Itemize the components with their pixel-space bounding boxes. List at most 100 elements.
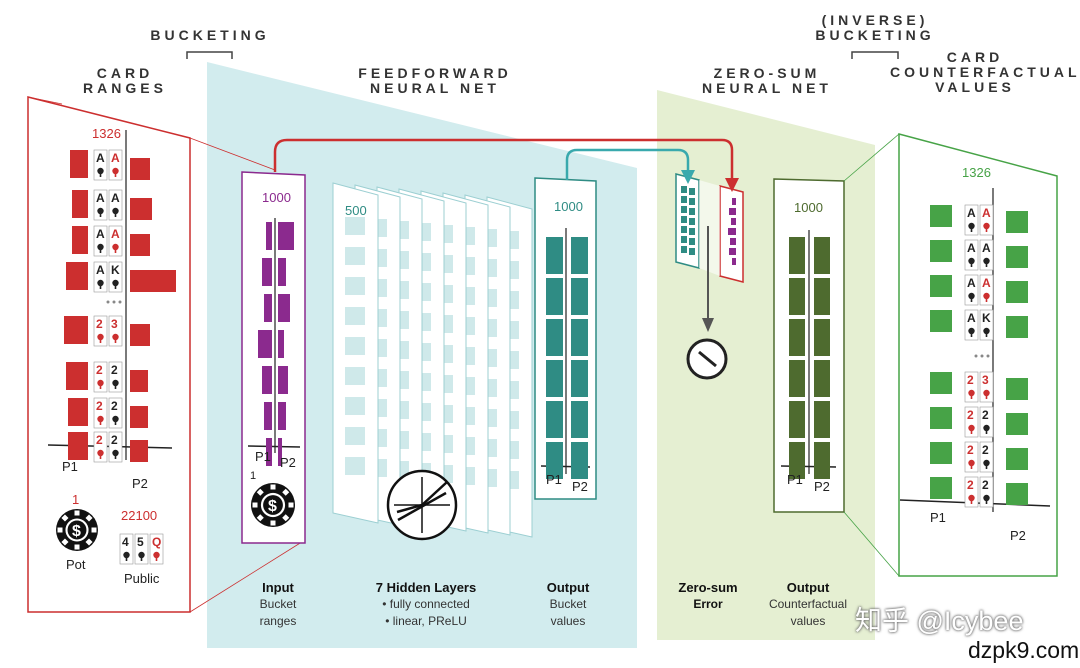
pot-count: 1	[72, 492, 80, 507]
ellipsis-dot	[106, 300, 110, 304]
card-rank: 2	[111, 363, 118, 377]
output-cell-p2	[571, 319, 588, 356]
card-rank: 2	[967, 408, 974, 422]
range-bar-p1	[72, 190, 88, 218]
card-rank: 2	[967, 373, 974, 387]
cfv-bar-p2	[1006, 211, 1028, 233]
card-rank: 2	[982, 408, 989, 422]
zs-teal-cell	[681, 216, 687, 223]
output-cell-p1	[546, 401, 563, 438]
range-bar-p1	[70, 150, 88, 178]
zs-teal-cell	[681, 196, 687, 203]
hidden-node	[345, 277, 365, 295]
range-bar-p2	[130, 270, 176, 292]
public-count: 22100	[121, 508, 158, 523]
cfv-cell-p2	[814, 360, 830, 397]
zs-teal-cell	[689, 198, 695, 205]
output-cell-p2	[571, 278, 588, 315]
range-bar-p2	[130, 324, 150, 346]
output-cell-p2	[571, 401, 588, 438]
card-rank: A	[96, 151, 105, 165]
card-cfv-p1-label: P1	[930, 510, 946, 525]
chip-dollar: $	[72, 523, 81, 540]
pot-chip-icon: $	[56, 509, 98, 551]
cfv-bar-p1	[930, 240, 952, 262]
input-pot-count: 1	[250, 470, 257, 482]
cfv-card-p2: A	[979, 204, 994, 236]
cfv-bar-p2	[1006, 316, 1028, 338]
card-rank: 5	[137, 535, 144, 549]
zs-teal-cell	[681, 236, 687, 243]
output-cell-p2	[571, 237, 588, 274]
range-card-p1: A	[93, 149, 108, 181]
hidden-node	[345, 217, 365, 235]
cfv-card-p1: 2	[964, 371, 979, 403]
cfv-card-p2: A	[979, 239, 994, 271]
cfv-bar-p1	[930, 310, 952, 332]
cfv-card-count: 1326	[962, 165, 991, 180]
ranges-p1-label: P1	[62, 459, 78, 474]
ranges-p2-label: P2	[132, 476, 148, 491]
cfv-cell-p1	[789, 278, 805, 315]
input-bar-p2	[278, 438, 282, 466]
zs-teal-cell	[689, 228, 695, 235]
zs-teal-cell	[681, 226, 687, 233]
inverse-bucketing-bracket	[851, 51, 899, 59]
output-cell-p2	[571, 360, 588, 397]
input-bar-p1	[266, 222, 272, 250]
range-card-p1: 2	[93, 361, 108, 393]
card-rank: 2	[96, 317, 103, 331]
input-bar-p2	[278, 258, 286, 286]
output-bucket-count: 1000	[554, 199, 583, 214]
zs-purple-cell	[729, 248, 736, 255]
range-card-p2: 2	[108, 361, 123, 393]
range-card-p2: 2	[108, 431, 123, 463]
cfv-card-p2: 3	[979, 371, 994, 403]
ellipsis-dot	[980, 354, 984, 358]
card-cfv-p2-label: P2	[1010, 528, 1026, 543]
card-rank: A	[111, 191, 120, 205]
card-rank: A	[967, 311, 976, 325]
card-rank: 2	[111, 433, 118, 447]
hidden-node	[345, 397, 365, 415]
zero-sum-teal-vector	[681, 186, 695, 255]
cfv-card-p1: A	[964, 309, 979, 341]
hidden-node	[345, 427, 365, 445]
cfv-cell-p2	[814, 278, 830, 315]
output-cell-p1	[546, 442, 563, 479]
cfv-cell-p2	[814, 237, 830, 274]
public-card: Q	[149, 533, 164, 565]
range-bar-p1	[68, 432, 88, 460]
hidden-node	[345, 247, 365, 265]
cfv-cell-p1	[789, 237, 805, 274]
range-card-p1: 2	[93, 315, 108, 347]
zs-purple-cell	[732, 258, 736, 265]
zs-purple-cell	[729, 208, 736, 215]
cfv-bar-p2	[1006, 246, 1028, 268]
cfv-card-p1: 2	[964, 476, 979, 508]
input-bar-p2	[278, 402, 286, 430]
input-bar-p1	[264, 402, 272, 430]
cfv-card-p2: 2	[979, 441, 994, 473]
output-cell-p1	[546, 237, 563, 274]
cfv-bar-p2	[1006, 281, 1028, 303]
ellipsis-dot	[986, 354, 990, 358]
range-card-p2: A	[108, 149, 123, 181]
cfv-bar-p2	[1006, 483, 1028, 505]
subtract-arrow-head	[702, 318, 714, 332]
cfv-cell-p2	[814, 319, 830, 356]
input-bar-p1	[262, 258, 272, 286]
card-rank: K	[111, 263, 120, 277]
cfv-card-p2: 2	[979, 476, 994, 508]
output-cell-p2	[571, 442, 588, 479]
zs-teal-cell	[689, 218, 695, 225]
input-bar-p1	[266, 438, 272, 466]
zs-teal-cell	[689, 208, 695, 215]
